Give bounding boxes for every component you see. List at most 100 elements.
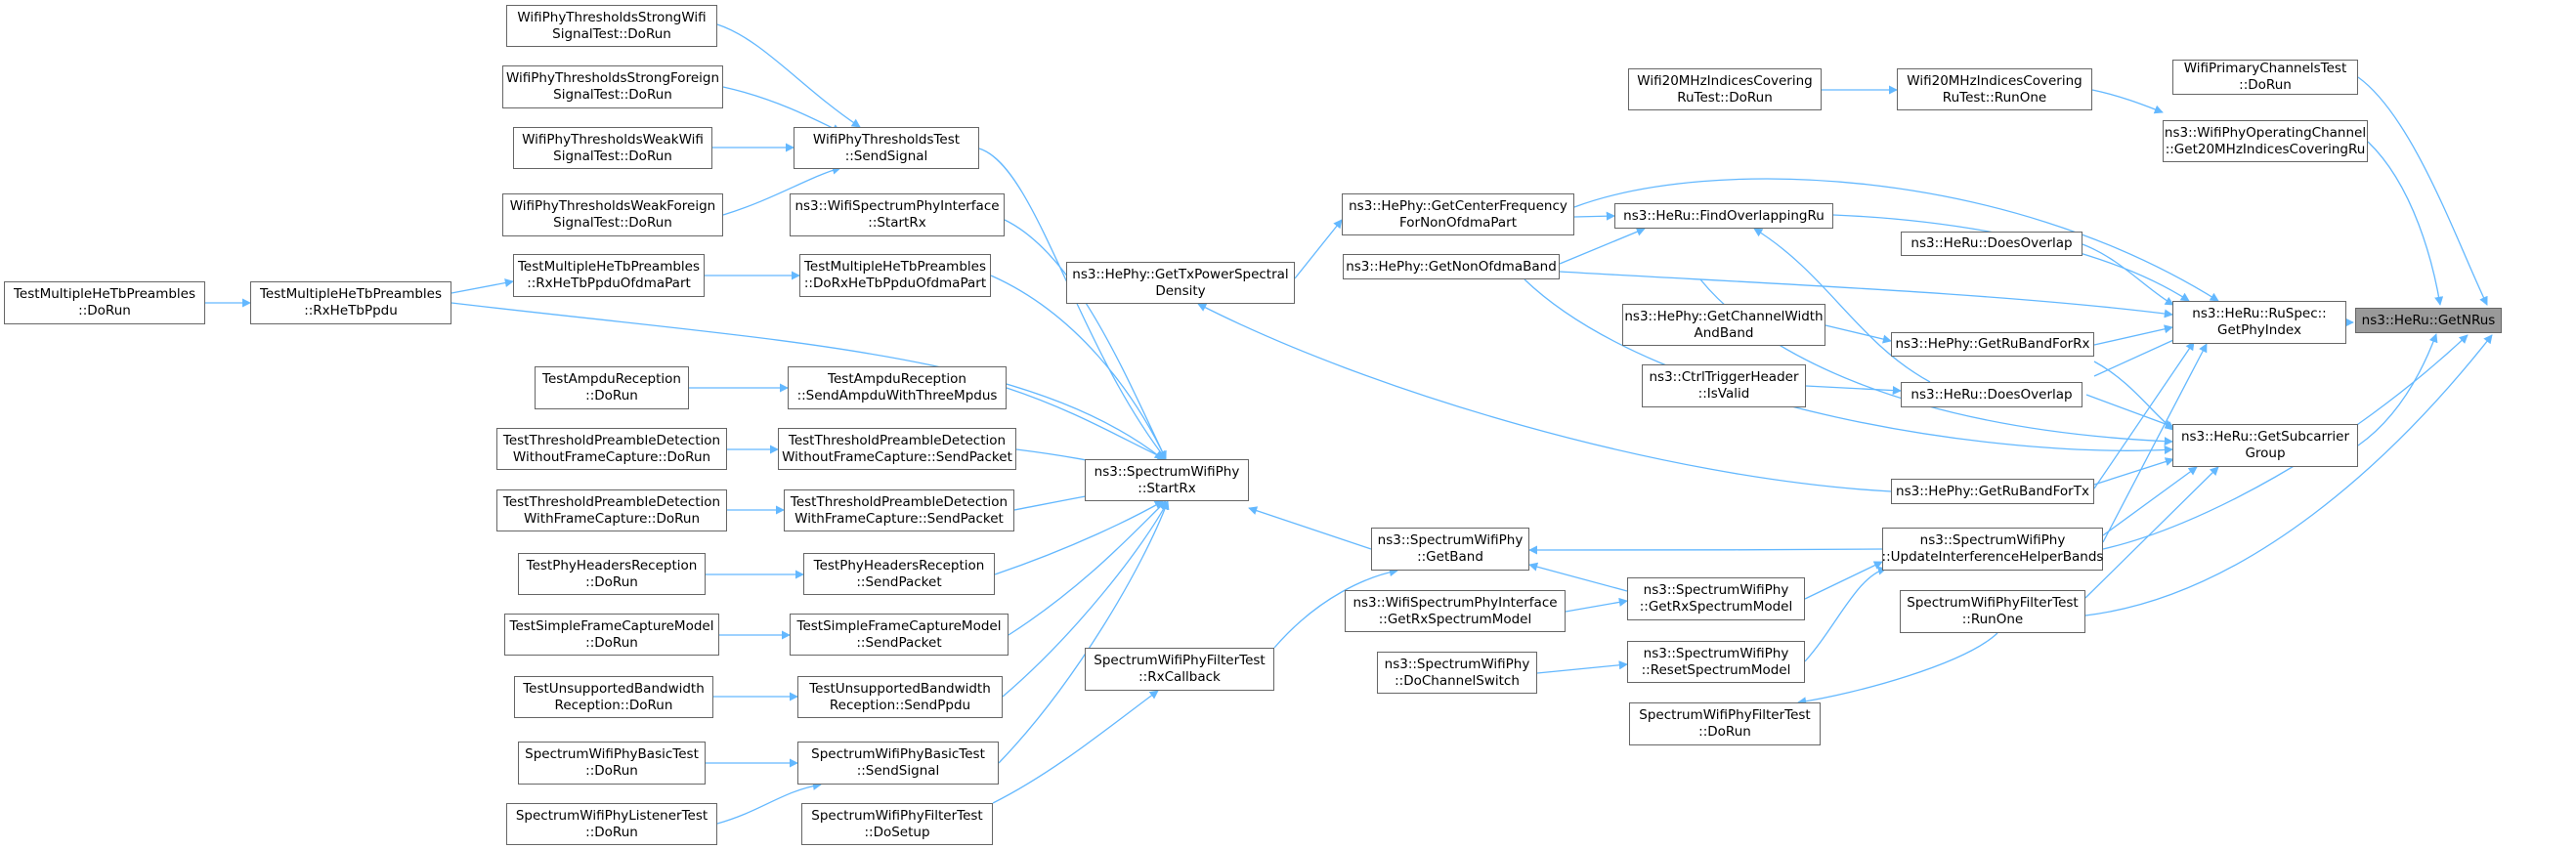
call-edge bbox=[716, 23, 861, 128]
node-filter-dorun[interactable]: SpectrumWifiPhyFilterTest ::DoRun bbox=[1629, 702, 1821, 745]
node-label: SpectrumWifiPhyBasicTest ::SendSignal bbox=[811, 746, 985, 779]
call-edge bbox=[2357, 333, 2438, 446]
node-label: WifiPhyThresholdsStrongForeign SignalTes… bbox=[505, 70, 720, 103]
node-thrpre-with-send[interactable]: TestThresholdPreambleDetection WithFrame… bbox=[784, 489, 1014, 531]
node-thrpre-without-dorun[interactable]: TestThresholdPreambleDetection WithoutFr… bbox=[496, 428, 727, 470]
node-phyhdr-send[interactable]: TestPhyHeadersReception ::SendPacket bbox=[803, 553, 995, 595]
node-filter-rxcallback[interactable]: SpectrumWifiPhyFilterTest ::RxCallback bbox=[1085, 648, 1274, 691]
call-edge bbox=[1825, 324, 1892, 344]
call-edge bbox=[1528, 562, 1628, 592]
node-label: ns3::HePhy::GetRuBandForRx bbox=[1895, 336, 2090, 352]
call-edge bbox=[1528, 545, 1883, 555]
call-edge bbox=[998, 500, 1170, 764]
call-edge bbox=[992, 690, 1159, 804]
node-getsubcarrier[interactable]: ns3::HeRu::GetSubcarrier Group bbox=[2172, 424, 2358, 467]
node-thrpre-without-send[interactable]: TestThresholdPreambleDetection WithoutFr… bbox=[778, 428, 1016, 470]
node-label: SpectrumWifiPhyListenerTest ::DoRun bbox=[515, 807, 708, 840]
node-iface-getrxspectrum[interactable]: ns3::WifiSpectrumPhyInterface ::GetRxSpe… bbox=[1345, 590, 1566, 632]
node-label: TestThresholdPreambleDetection WithFrame… bbox=[502, 493, 721, 527]
node-basic-send[interactable]: SpectrumWifiPhyBasicTest ::SendSignal bbox=[797, 742, 999, 785]
node-startrx[interactable]: ns3::SpectrumWifiPhy ::StartRx bbox=[1085, 459, 1249, 501]
call-edge bbox=[994, 500, 1164, 575]
node-idx-dorun[interactable]: Wifi20MHzIndicesCovering RuTest::DoRun bbox=[1628, 68, 1822, 110]
node-thrpre-with-dorun[interactable]: TestThresholdPreambleDetection WithFrame… bbox=[496, 489, 727, 531]
node-getchannelwidth[interactable]: ns3::HePhy::GetChannelWidth AndBand bbox=[1622, 304, 1825, 346]
node-findoverlapping[interactable]: ns3::HeRu::FindOverlappingRu bbox=[1614, 203, 1833, 229]
node-label: ns3::SpectrumWifiPhy ::GetRxSpectrumMode… bbox=[1639, 582, 1793, 615]
node-label: TestAmpduReception ::DoRun bbox=[542, 371, 681, 403]
call-edge bbox=[978, 148, 1167, 460]
call-edge bbox=[2102, 343, 2208, 543]
node-unsupported-dorun[interactable]: TestUnsupportedBandwidth Reception::DoRu… bbox=[514, 676, 713, 718]
node-label: ns3::HePhy::GetNonOfdmaBand bbox=[1346, 258, 1557, 275]
node-label: TestThresholdPreambleDetection WithoutFr… bbox=[502, 432, 721, 465]
node-listener-dorun[interactable]: SpectrumWifiPhyListenerTest ::DoRun bbox=[506, 803, 717, 845]
node-getrubandtx[interactable]: ns3::HePhy::GetRuBandForTx bbox=[1891, 479, 2094, 504]
node-label: TestSimpleFrameCaptureModel ::DoRun bbox=[509, 617, 714, 651]
node-label: WifiPhyThresholdsWeakForeign SignalTest:… bbox=[509, 198, 716, 231]
node-simplecap-send[interactable]: TestSimpleFrameCaptureModel ::SendPacket bbox=[790, 614, 1009, 656]
node-getcenterfreq[interactable]: ns3::HePhy::GetCenterFrequency ForNonOfd… bbox=[1342, 193, 1574, 235]
node-phyhdr-dorun[interactable]: TestPhyHeadersReception ::DoRun bbox=[518, 553, 706, 595]
node-label: Wifi20MHzIndicesCovering RuTest::RunOne bbox=[1907, 72, 2082, 106]
node-get20mhz[interactable]: ns3::WifiPhyOperatingChannel ::Get20MHzI… bbox=[2163, 120, 2368, 162]
node-unsupported-send[interactable]: TestUnsupportedBandwidth Reception::Send… bbox=[797, 676, 1003, 718]
node-hetb-dorxofdma[interactable]: TestMultipleHeTbPreambles ::DoRxHeTbPpdu… bbox=[799, 254, 991, 297]
node-ampdu-send[interactable]: TestAmpduReception ::SendAmpduWithThreeM… bbox=[788, 366, 1007, 409]
node-thr-strongforeign[interactable]: WifiPhyThresholdsStrongForeign SignalTes… bbox=[502, 65, 723, 108]
node-filter-dosetup[interactable]: SpectrumWifiPhyFilterTest ::DoSetup bbox=[801, 803, 993, 845]
call-edge bbox=[2084, 334, 2493, 616]
node-gettxpsd[interactable]: ns3::HePhy::GetTxPowerSpectral Density bbox=[1066, 262, 1295, 304]
node-isvalid[interactable]: ns3::CtrlTriggerHeader ::IsValid bbox=[1642, 364, 1806, 407]
node-thr-strongwifi[interactable]: WifiPhyThresholdsStrongWifi SignalTest::… bbox=[506, 5, 717, 47]
node-ampdu-dorun[interactable]: TestAmpduReception ::DoRun bbox=[535, 366, 689, 409]
node-simplecap-dorun[interactable]: TestSimpleFrameCaptureModel ::DoRun bbox=[504, 614, 719, 656]
call-edge bbox=[2357, 76, 2488, 306]
node-label: SpectrumWifiPhyFilterTest ::DoSetup bbox=[811, 807, 983, 840]
node-label: TestUnsupportedBandwidth Reception::DoRu… bbox=[523, 680, 705, 713]
node-updateinterference[interactable]: ns3::SpectrumWifiPhy ::UpdateInterferenc… bbox=[1882, 528, 2103, 571]
node-label: ns3::SpectrumWifiPhy ::UpdateInterferenc… bbox=[1881, 532, 2104, 565]
node-label: ns3::WifiSpectrumPhyInterface ::StartRx bbox=[794, 198, 1000, 231]
node-thresholds-sendsignal[interactable]: WifiPhyThresholdsTest ::SendSignal bbox=[794, 127, 979, 169]
node-thr-weakforeign[interactable]: WifiPhyThresholdsWeakForeign SignalTest:… bbox=[502, 193, 723, 236]
call-edge bbox=[1832, 214, 2190, 302]
call-edge bbox=[1573, 211, 1615, 221]
node-label: TestPhyHeadersReception ::DoRun bbox=[526, 557, 698, 590]
node-getrubandrx[interactable]: ns3::HePhy::GetRuBandForRx bbox=[1891, 332, 2094, 357]
node-hetb-rxppdu[interactable]: TestMultipleHeTbPreambles ::RxHeTbPpdu bbox=[250, 281, 451, 324]
node-thr-weakwifi[interactable]: WifiPhyThresholdsWeakWifi SignalTest::Do… bbox=[513, 127, 712, 169]
node-label: SpectrumWifiPhyFilterTest ::RxCallback bbox=[1094, 653, 1266, 685]
node-basic-dorun[interactable]: SpectrumWifiPhyBasicTest ::DoRun bbox=[518, 742, 706, 785]
call-edge bbox=[1294, 219, 1343, 279]
node-getband[interactable]: ns3::SpectrumWifiPhy ::GetBand bbox=[1371, 528, 1529, 571]
node-getrxspectrum[interactable]: ns3::SpectrumWifiPhy ::GetRxSpectrumMode… bbox=[1627, 577, 1805, 620]
node-label: WifiPrimaryChannelsTest ::DoRun bbox=[2183, 61, 2347, 93]
node-hetb-rxofdma[interactable]: TestMultipleHeTbPreambles ::RxHeTbPpduOf… bbox=[513, 254, 705, 297]
node-idx-runone[interactable]: Wifi20MHzIndicesCovering RuTest::RunOne bbox=[1897, 68, 2092, 110]
node-hetb-dorun[interactable]: TestMultipleHeTbPreambles ::DoRun bbox=[4, 281, 205, 324]
call-edge bbox=[2093, 324, 2173, 346]
node-label: ns3::HePhy::GetCenterFrequency ForNonOfd… bbox=[1349, 197, 1567, 231]
node-label: WifiPhyThresholdsWeakWifi SignalTest::Do… bbox=[522, 131, 704, 164]
node-dochannelswitch[interactable]: ns3::SpectrumWifiPhy ::DoChannelSwitch bbox=[1377, 652, 1537, 694]
node-label: ns3::HePhy::GetTxPowerSpectral Density bbox=[1072, 266, 1289, 299]
node-resetspectrum[interactable]: ns3::SpectrumWifiPhy ::ResetSpectrumMode… bbox=[1627, 641, 1805, 683]
node-doesoverlap-mid[interactable]: ns3::HeRu::DoesOverlap bbox=[1901, 382, 2082, 407]
call-edge bbox=[1273, 568, 1398, 649]
node-getnonofdma[interactable]: ns3::HePhy::GetNonOfdmaBand bbox=[1343, 254, 1560, 279]
node-label: ns3::CtrlTriggerHeader ::IsValid bbox=[1649, 369, 1799, 402]
call-edge bbox=[716, 781, 822, 825]
call-edge bbox=[451, 278, 514, 294]
node-primary-channels[interactable]: WifiPrimaryChannelsTest ::DoRun bbox=[2172, 60, 2358, 95]
node-label: SpectrumWifiPhyFilterTest ::DoRun bbox=[1639, 707, 1811, 740]
node-label: TestThresholdPreambleDetection WithFrame… bbox=[790, 493, 1009, 527]
node-getphyindex[interactable]: ns3::HeRu::RuSpec:: GetPhyIndex bbox=[2172, 301, 2346, 344]
node-filter-runone[interactable]: SpectrumWifiPhyFilterTest ::RunOne bbox=[1900, 590, 2085, 633]
node-doesoverlap-top[interactable]: ns3::HeRu::DoesOverlap bbox=[1901, 232, 2082, 256]
call-edge bbox=[1197, 303, 1892, 492]
node-label: ns3::WifiPhyOperatingChannel ::Get20MHzI… bbox=[2164, 124, 2367, 157]
node-iface-startrx[interactable]: ns3::WifiSpectrumPhyInterface ::StartRx bbox=[790, 193, 1005, 236]
